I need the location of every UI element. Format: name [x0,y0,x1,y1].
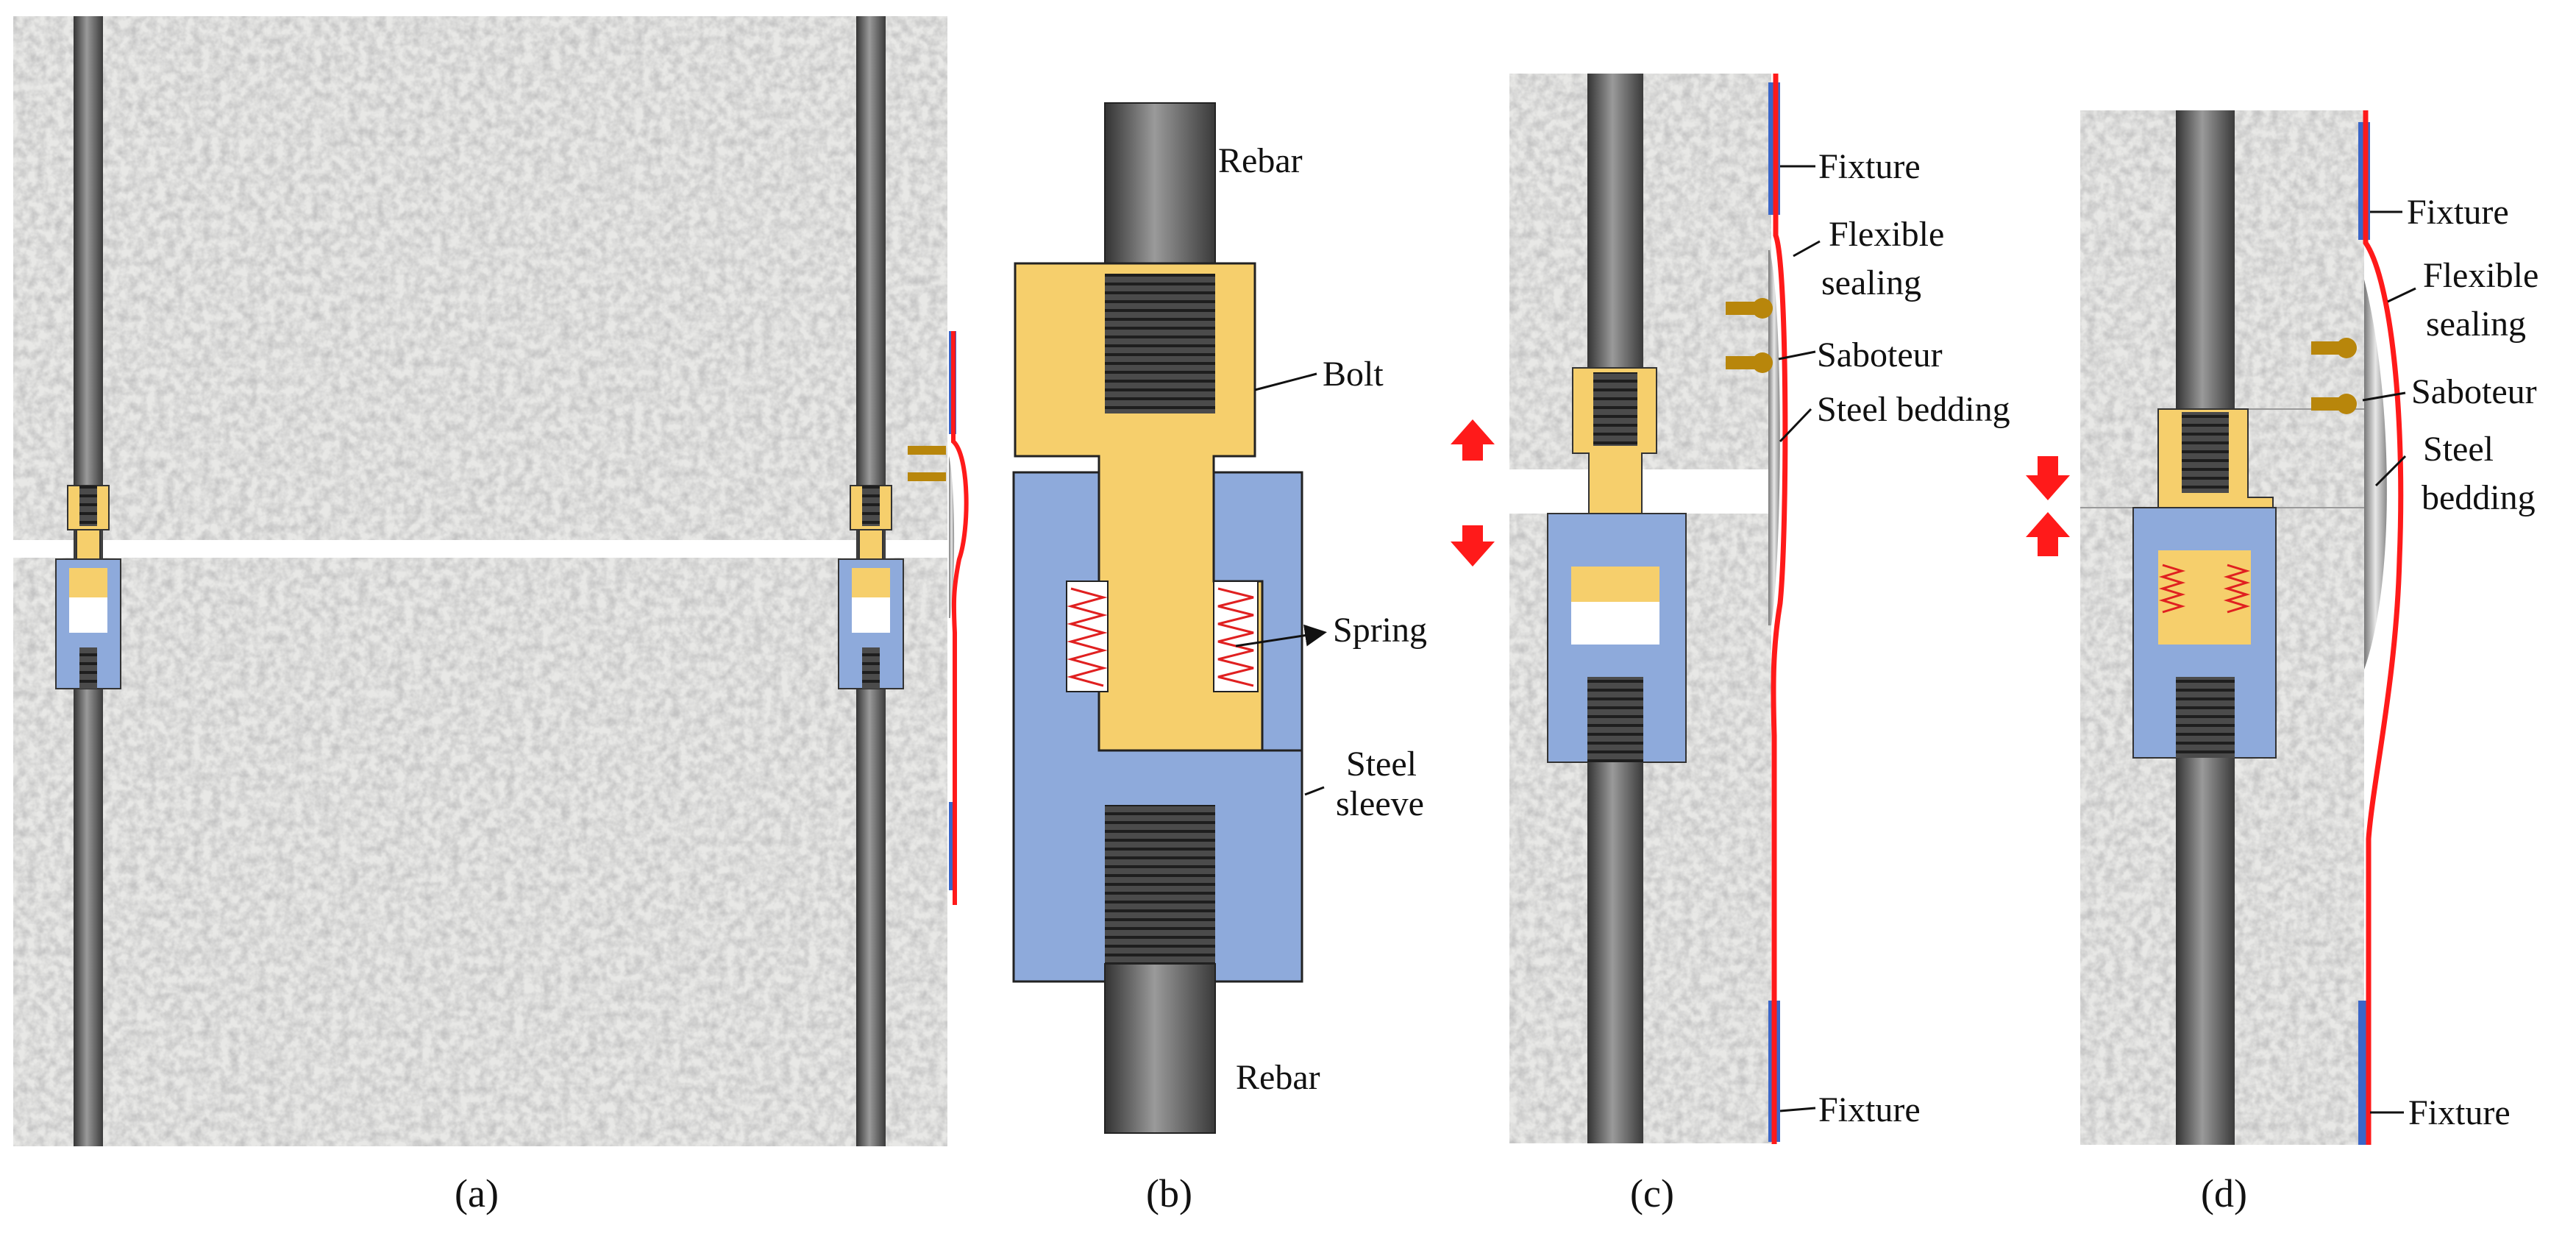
label-d-fixture-bottom: Fixture [2408,1093,2511,1132]
connector-left [55,485,121,689]
panel-b: Rebar Bolt Spring Steel sleeve Rebar (b) [1012,102,1427,1215]
bolt-thread-top [1105,274,1215,413]
arrow-up-d [2026,512,2070,556]
label-c-flexible-2: sealing [1821,263,1921,302]
label-d-flexible-1: Flexible [2423,256,2538,295]
label-d-saboteur: Saboteur [2411,372,2537,411]
label-d-steel-2: bedding [2422,478,2536,517]
label-c-steel-bedding: Steel bedding [1817,390,2010,429]
label-rebar-bottom: Rebar [1236,1058,1320,1097]
panel-d: Fixture Flexible sealing Saboteur Steel … [2026,110,2538,1215]
arrow-down-d [2026,456,2070,500]
flexible-sealing-d [2363,110,2404,1145]
caption-b: (b) [1146,1171,1192,1215]
panel-a: (a) [13,16,969,1215]
label-c-fixture-top: Fixture [1818,147,1921,186]
rebar-bottom-thread [1105,805,1215,967]
steel-bedding-c [1768,250,1780,625]
rebar-c-top [1587,74,1643,368]
spring-d-right [2223,564,2251,614]
rebar-c-bottom [1587,762,1643,1143]
label-spring: Spring [1333,611,1427,650]
label-steel-sleeve-2: sleeve [1336,784,1424,823]
spring-left [1067,587,1108,687]
rebar-d-top [2176,110,2235,409]
rebar-bottom [1104,963,1216,1134]
sealing-assembly-a [908,331,969,905]
flexible-sealing-a [951,331,969,905]
label-rebar-top: Rebar [1218,141,1303,180]
spring-right [1217,587,1254,687]
label-d-steel-1: Steel [2423,430,2494,469]
label-c-flexible-1: Flexible [1829,215,1944,254]
arrow-up-c [1451,419,1495,461]
connector-right [838,485,904,689]
caption-d: (d) [2201,1171,2247,1215]
label-bolt: Bolt [1323,355,1384,394]
rebar-top [1104,102,1216,280]
label-steel-sleeve-1: Steel [1346,745,1417,784]
steel-bedding-d [2364,280,2387,670]
label-d-flexible-2: sealing [2426,305,2526,344]
spring-d-left [2158,564,2186,614]
label-d-fixture-top: Fixture [2407,193,2509,232]
flexible-sealing-c [1771,74,1788,1144]
label-c-saboteur: Saboteur [1817,336,1943,374]
panel-c: Fixture Flexible sealing Saboteur Steel … [1451,74,2010,1215]
caption-c: (c) [1630,1171,1674,1215]
rebar-d-bottom [2176,758,2235,1145]
arrow-down-c [1451,525,1495,567]
steel-bedding-a [949,456,955,618]
joint-gap [13,540,947,558]
label-c-fixture-bottom: Fixture [1818,1090,1921,1129]
caption-a: (a) [455,1171,499,1215]
